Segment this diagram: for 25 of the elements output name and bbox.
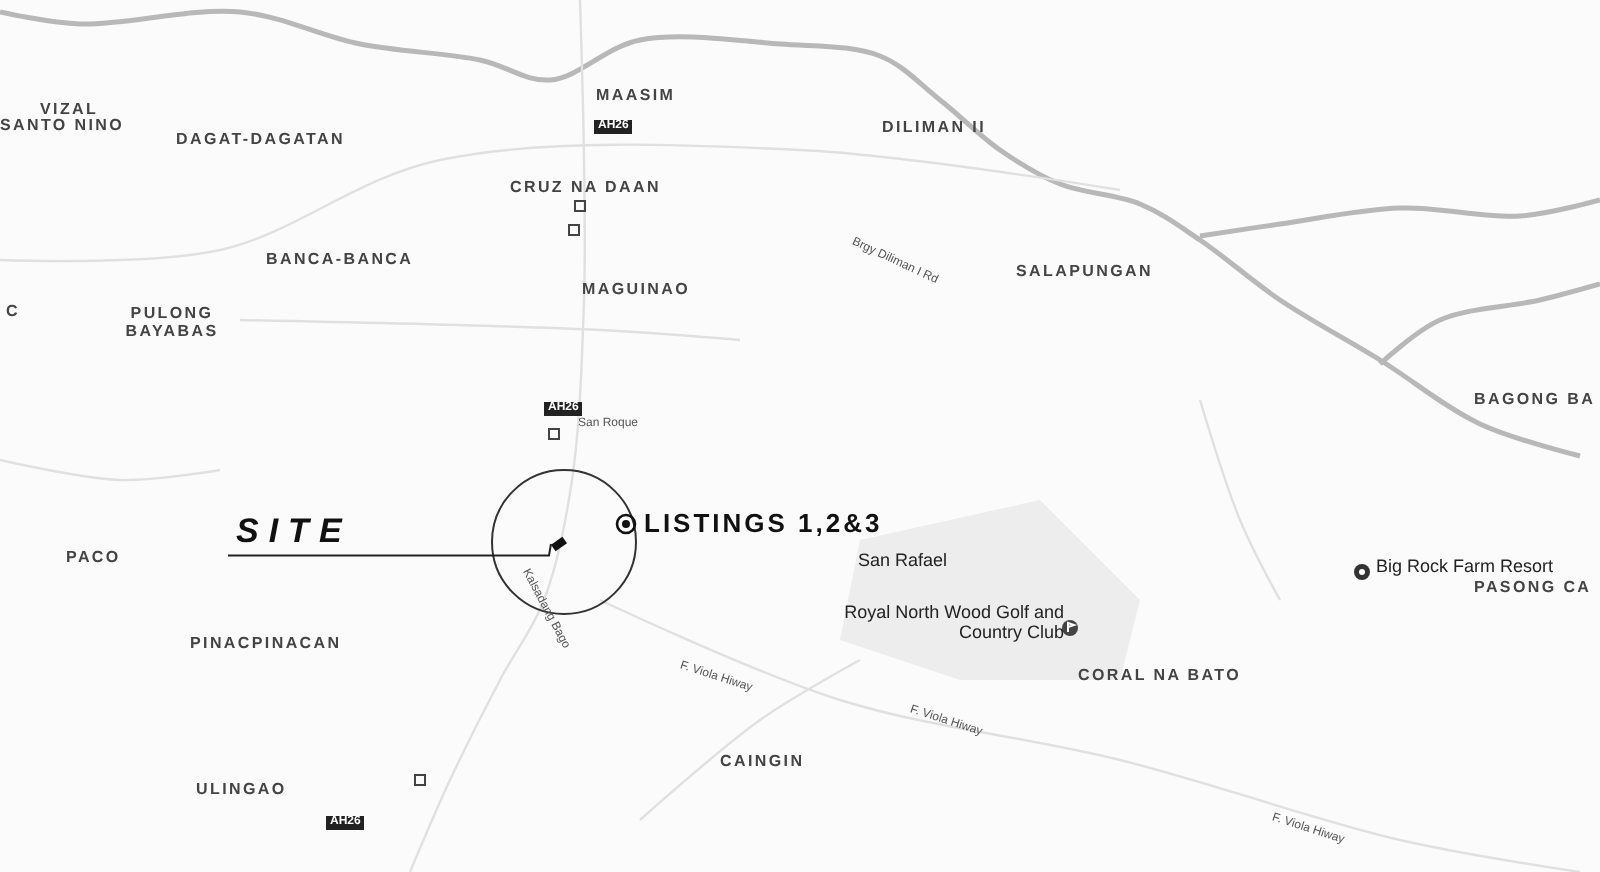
place-label: PINACPINACAN [190,636,342,654]
place-label: MAGUINAO [582,282,691,300]
site-label: SITE [236,514,352,552]
place-label: SANTO NINO [0,118,125,136]
place-label: SALAPUNGAN [1016,264,1153,282]
landmark-label: Royal North Wood Golf and Country Club [842,604,1064,644]
listing-label: LISTINGS 1,2&3 [644,510,883,539]
place-label: PULONG BAYABAS [123,306,221,342]
place-label: VIZAL [40,102,99,118]
place-label: MAASIM [596,88,676,106]
place-label: PACO [66,550,121,568]
landmark-label: San Rafael [858,552,948,572]
place-label: DAGAT-DAGATAN [176,132,345,150]
place-label: PASONG CA [1474,580,1592,598]
place-label: BAGONG BA [1474,392,1596,410]
landmark-label: Big Rock Farm Resort [1376,558,1554,578]
place-label: C [6,304,20,322]
place-label: ULINGAO [196,782,287,800]
leader-line [227,543,552,557]
place-label: BANCA-BANCA [266,252,414,270]
site-marker [550,536,568,552]
place-label: CAINGIN [720,754,805,772]
place-label: CORAL NA BATO [1078,668,1242,686]
place-label: DILIMAN II [882,120,986,138]
place-label: CRUZ NA DAAN [510,180,661,198]
